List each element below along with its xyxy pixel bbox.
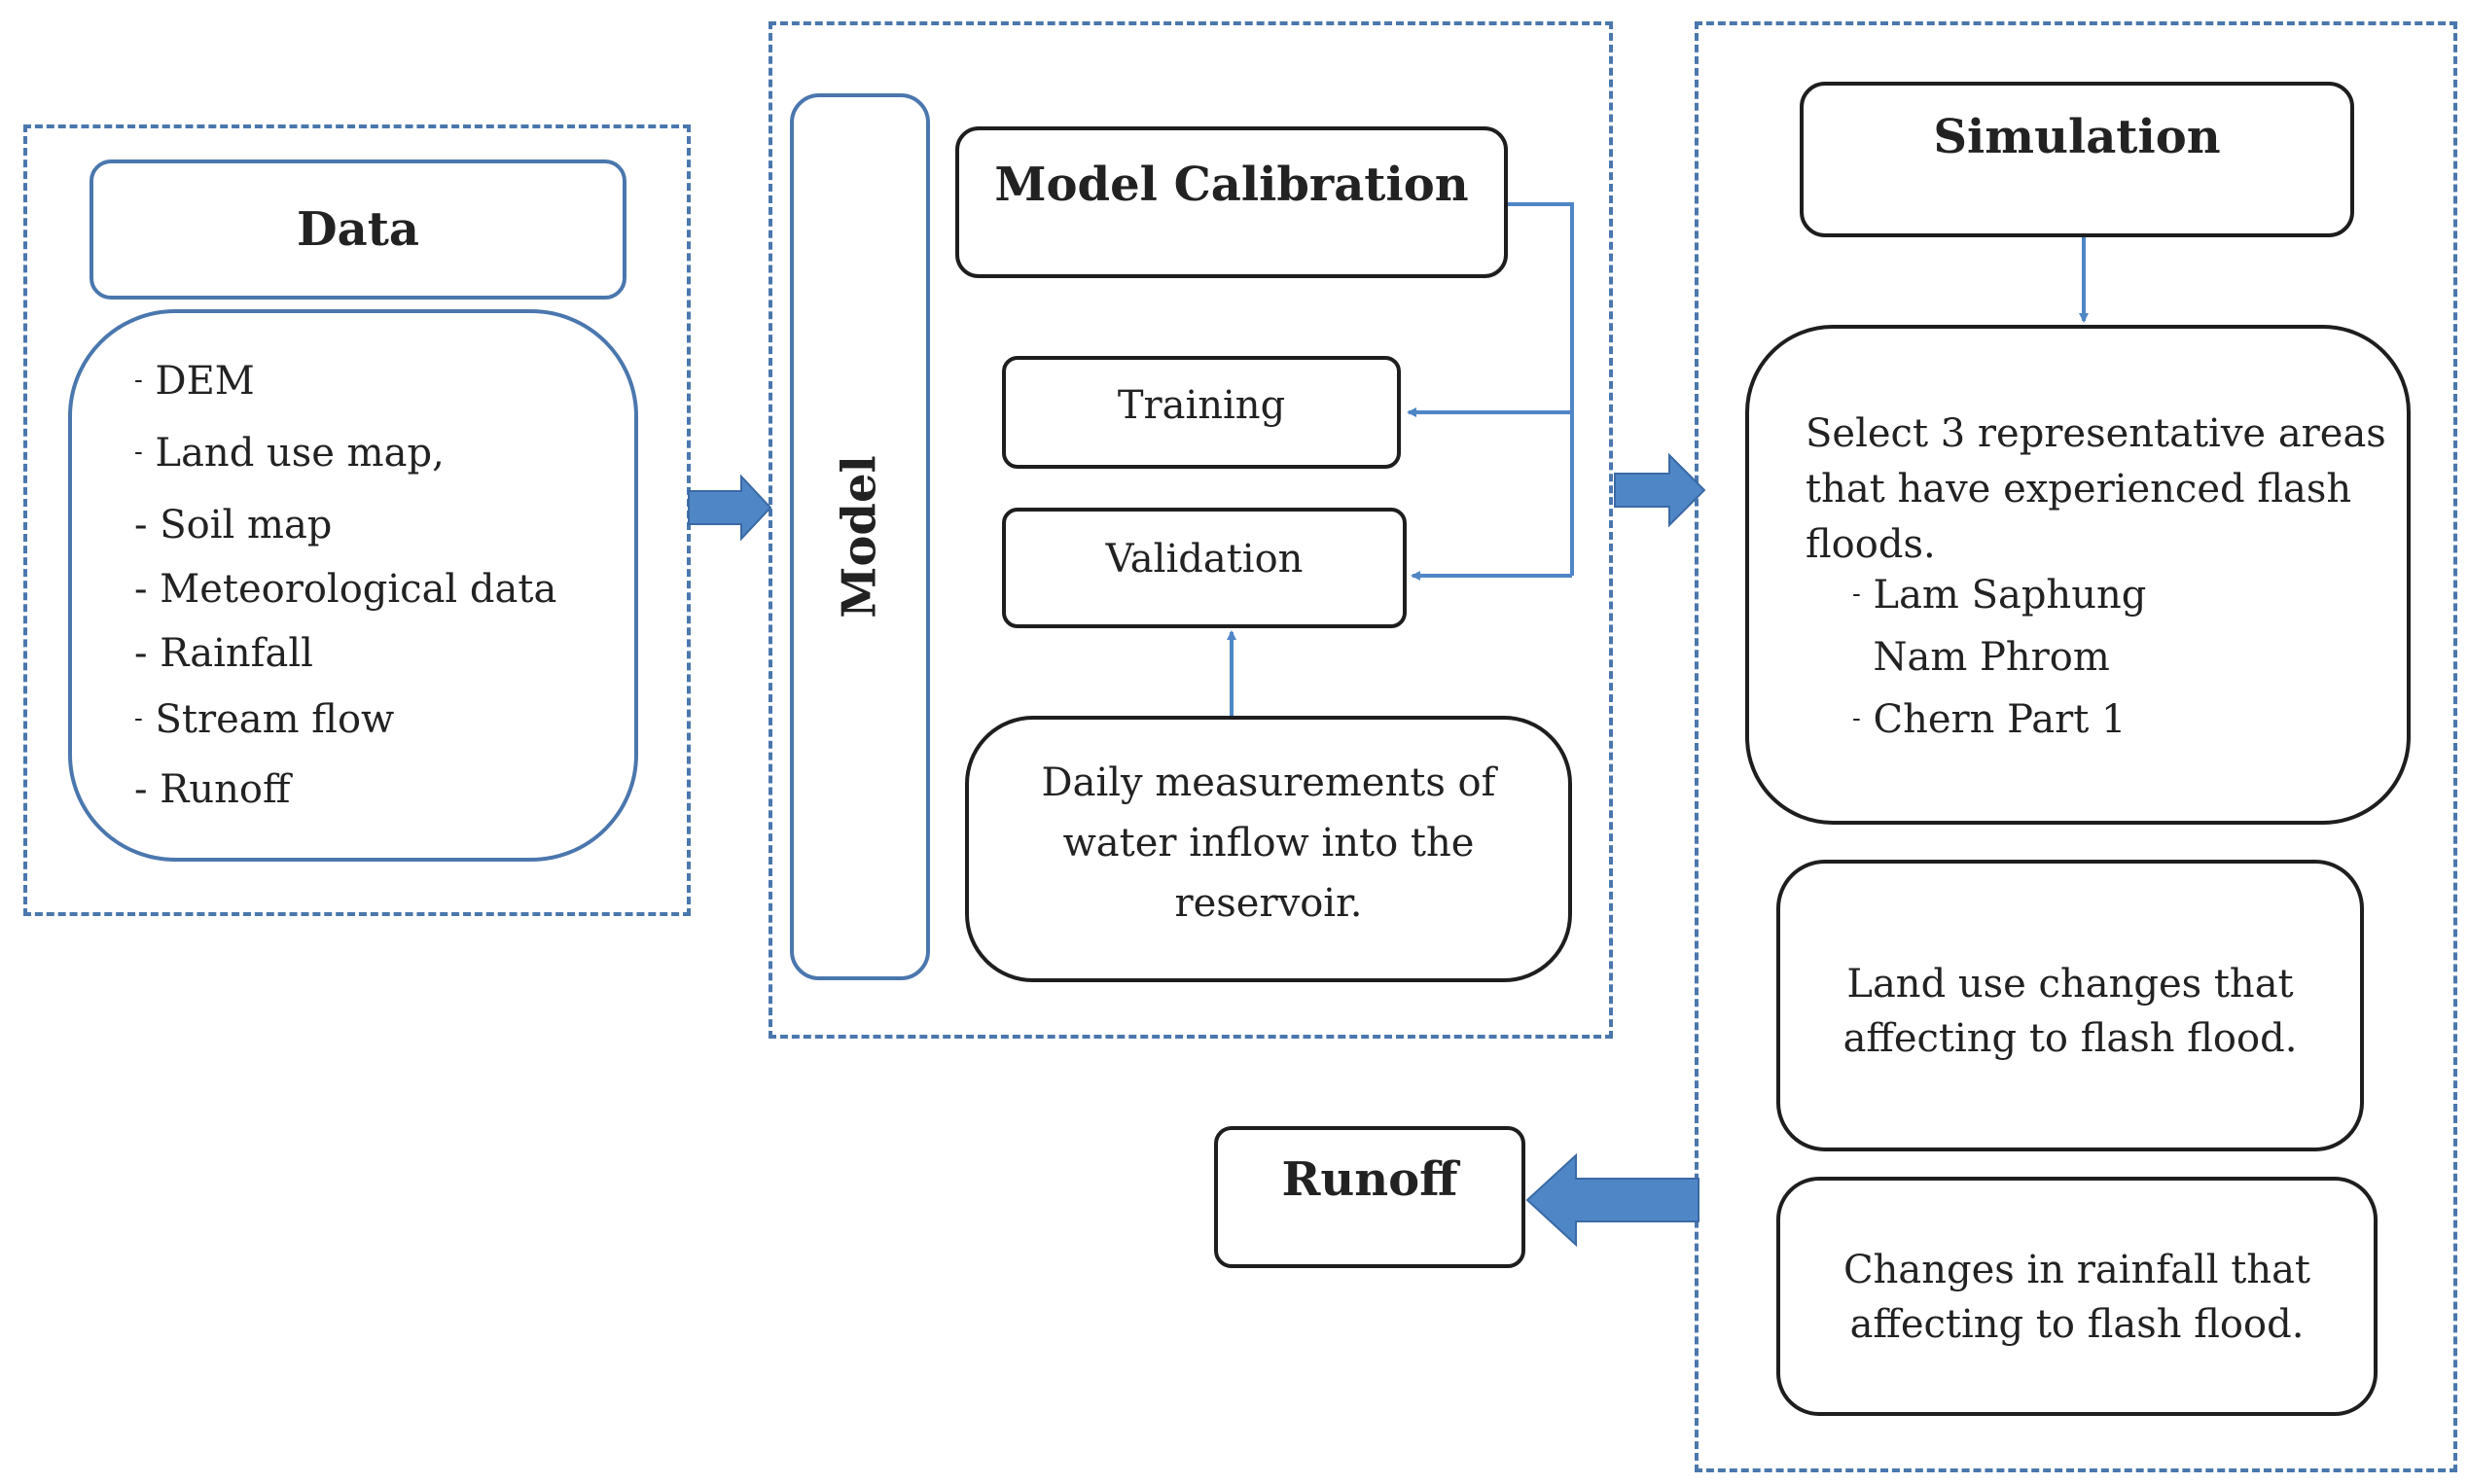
validation-box: Validation [1002, 508, 1407, 628]
areas-list: - Lam Saphung - Nam Phrom - Chern Part 1 [1852, 576, 2146, 762]
select-line: that have experienced flash [1806, 467, 2352, 512]
model-label: Model [833, 455, 888, 618]
rainfall-line: Changes in rainfall that [1843, 1248, 2310, 1292]
select-line: floods. [1806, 522, 1936, 567]
training-label: Training [1117, 383, 1286, 428]
arrow-simulation-to-runoff [1525, 1152, 1699, 1248]
measurements-box: Daily measurements of water inflow into … [965, 716, 1572, 982]
data-list: - DEM - Land use map, - Soil map - Meteo… [134, 362, 556, 834]
training-box: Training [1002, 356, 1401, 469]
area-item: - Chern Part 1 [1852, 697, 2127, 742]
data-title-box: Data [89, 159, 626, 300]
rainfall-box: Changes in rainfall that affecting to fl… [1776, 1177, 2378, 1416]
calibration-box: Model Calibration [955, 126, 1508, 278]
simulation-panel [1695, 21, 2457, 1472]
arrow-data-to-model [688, 474, 772, 542]
data-list-item: - Rainfall [134, 631, 313, 676]
calibration-label: Model Calibration [994, 158, 1469, 212]
land-use-line: Land use changes that [1846, 962, 2294, 1007]
area-item: - Nam Phrom [1873, 635, 2110, 680]
data-list-item: - Soil map [134, 503, 333, 548]
data-list-box: - DEM - Land use map, - Soil map - Meteo… [68, 309, 638, 862]
simulation-title-box: Simulation [1800, 82, 2354, 237]
land-use-line: affecting to flash flood. [1842, 1016, 2298, 1061]
model-box: Model [790, 93, 930, 980]
select-line: Select 3 representative areas [1806, 411, 2386, 456]
measurements-line: Daily measurements of [1041, 760, 1496, 805]
data-list-item: - Runoff [134, 767, 291, 812]
arrow-model-to-simulation [1614, 452, 1706, 528]
areas-box: Select 3 representative areas that have … [1745, 325, 2411, 825]
land-use-box: Land use changes that affecting to flash… [1776, 860, 2364, 1151]
data-title: Data [297, 202, 419, 257]
measurements-line: reservoir. [1174, 881, 1363, 926]
validation-label: Validation [1105, 537, 1304, 582]
simulation-title: Simulation [1933, 110, 2221, 164]
rainfall-line: affecting to flash flood. [1849, 1302, 2305, 1347]
data-list-item: - Stream flow [134, 697, 395, 742]
data-list-item: - DEM [134, 359, 255, 404]
measurements-line: water inflow into the [1062, 821, 1475, 866]
runoff-label: Runoff [1281, 1152, 1458, 1207]
runoff-box: Runoff [1214, 1126, 1525, 1268]
area-item: - Lam Saphung [1852, 573, 2147, 618]
data-list-item: - Land use map, [134, 431, 445, 476]
data-list-item: - Meteorological data [134, 567, 557, 612]
